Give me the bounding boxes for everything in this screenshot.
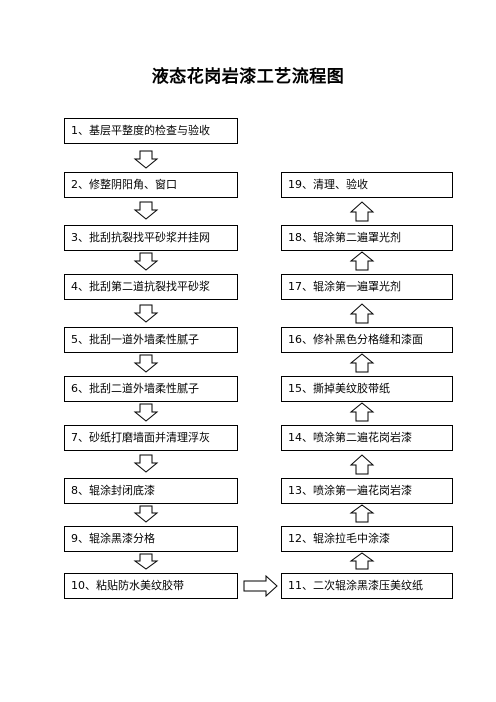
step-3-label: 3、批刮抗裂找平砂浆并挂网 — [71, 231, 210, 244]
step-18-box: 18、辊涂第二遍罩光剂 — [281, 225, 453, 251]
up-arrow-icon — [349, 454, 375, 475]
step-5-label: 5、批刮一道外墙柔性腻子 — [71, 333, 199, 346]
down-arrow-icon — [133, 553, 159, 570]
step-1-box: 1、基层平整度的检查与验收 — [64, 118, 238, 144]
step-9-box: 9、辊涂黑漆分格 — [64, 526, 238, 552]
down-arrow-icon — [133, 304, 159, 323]
step-17-box: 17、辊涂第一遍罩光剂 — [281, 274, 453, 300]
step-12-label: 12、辊涂拉毛中涂漆 — [288, 532, 390, 545]
down-arrow-icon — [133, 354, 159, 373]
down-arrow-icon — [133, 150, 159, 169]
step-19-label: 19、清理、验收 — [288, 178, 368, 191]
up-arrow-icon — [349, 402, 375, 422]
step-14-label: 14、喷涂第二遍花岗岩漆 — [288, 431, 412, 444]
step-11-box: 11、二次辊涂黑漆压美纹纸 — [281, 573, 453, 599]
down-arrow-icon — [133, 403, 159, 422]
step-8-box: 8、辊涂封闭底漆 — [64, 478, 238, 504]
right-arrow-icon — [243, 574, 278, 598]
up-arrow-icon — [349, 353, 375, 373]
up-arrow-icon — [349, 201, 375, 222]
up-arrow-icon — [349, 504, 375, 523]
step-6-box: 6、批刮二道外墙柔性腻子 — [64, 376, 238, 402]
up-arrow-icon — [349, 552, 375, 570]
step-10-label: 10、粘贴防水美纹胶带 — [71, 579, 184, 592]
step-14-box: 14、喷涂第二遍花岗岩漆 — [281, 425, 453, 451]
step-2-box: 2、修整阴阳角、窗口 — [64, 172, 238, 198]
step-8-label: 8、辊涂封闭底漆 — [71, 484, 155, 497]
down-arrow-icon — [133, 505, 159, 523]
down-arrow-icon — [133, 252, 159, 271]
step-3-box: 3、批刮抗裂找平砂浆并挂网 — [64, 225, 238, 251]
step-18-label: 18、辊涂第二遍罩光剂 — [288, 231, 401, 244]
step-1-label: 1、基层平整度的检查与验收 — [71, 124, 210, 137]
step-10-box: 10、粘贴防水美纹胶带 — [64, 573, 238, 599]
down-arrow-icon — [133, 201, 159, 220]
step-15-label: 15、撕掉美纹胶带纸 — [288, 382, 390, 395]
step-2-label: 2、修整阴阳角、窗口 — [71, 178, 177, 191]
up-arrow-icon — [349, 251, 375, 271]
step-13-label: 13、喷涂第一遍花岗岩漆 — [288, 484, 412, 497]
step-11-label: 11、二次辊涂黑漆压美纹纸 — [288, 579, 423, 592]
step-9-label: 9、辊涂黑漆分格 — [71, 532, 155, 545]
step-6-label: 6、批刮二道外墙柔性腻子 — [71, 382, 199, 395]
step-7-label: 7、砂纸打磨墙面并清理浮灰 — [71, 431, 210, 444]
down-arrow-icon — [133, 454, 159, 473]
step-16-label: 16、修补黑色分格缝和漆面 — [288, 333, 423, 346]
step-16-box: 16、修补黑色分格缝和漆面 — [281, 327, 453, 353]
step-4-box: 4、批刮第二道抗裂找平砂浆 — [64, 274, 238, 300]
step-15-box: 15、撕掉美纹胶带纸 — [281, 376, 453, 402]
step-17-label: 17、辊涂第一遍罩光剂 — [288, 280, 401, 293]
step-4-label: 4、批刮第二道抗裂找平砂浆 — [71, 280, 210, 293]
step-12-box: 12、辊涂拉毛中涂漆 — [281, 526, 453, 552]
step-5-box: 5、批刮一道外墙柔性腻子 — [64, 327, 238, 353]
step-13-box: 13、喷涂第一遍花岗岩漆 — [281, 478, 453, 504]
up-arrow-icon — [349, 303, 375, 324]
diagram-title: 液态花岗岩漆工艺流程图 — [151, 67, 345, 87]
step-19-box: 19、清理、验收 — [281, 172, 453, 198]
step-7-box: 7、砂纸打磨墙面并清理浮灰 — [64, 425, 238, 451]
